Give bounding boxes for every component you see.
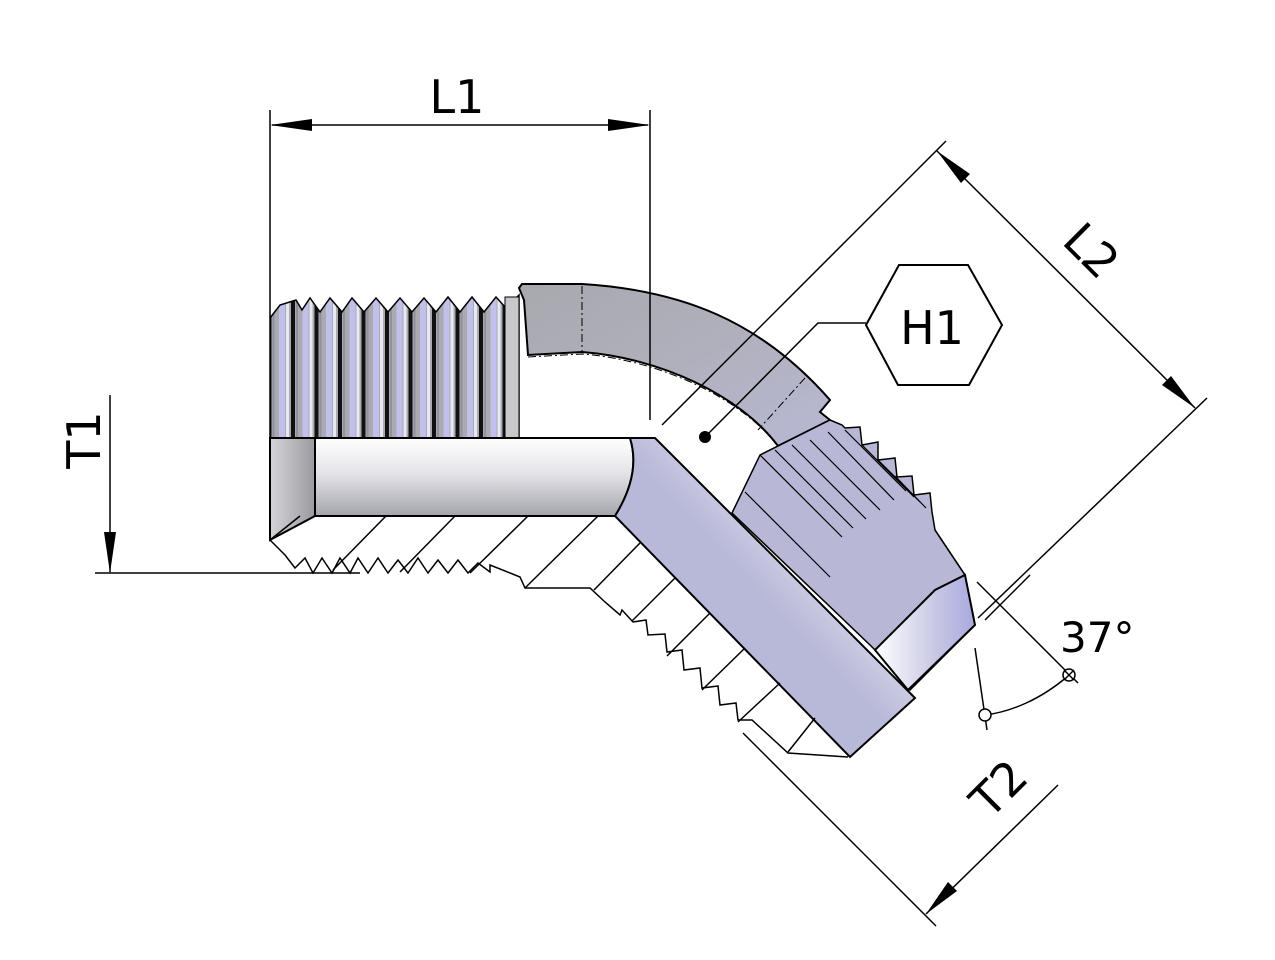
dimension-label-l1: L1 [430, 70, 485, 124]
jic-thread-external [731, 419, 977, 692]
flare-angle-dimension: 37° [974, 574, 1134, 731]
dimension-l1: L1 [269, 70, 651, 420]
hex-body [517, 283, 832, 448]
hex-label-h1: H1 [900, 301, 964, 355]
pipe-thread-external [269, 293, 520, 439]
section-bore-horizontal [269, 437, 635, 542]
dimension-t2: T2 [742, 732, 1059, 927]
hex-symbol [864, 264, 1004, 386]
hex-size-callout: H1 [699, 264, 1004, 443]
dimension-t1: T1 [57, 395, 360, 574]
dimension-label-t1: T1 [57, 411, 111, 469]
section-hatching [269, 515, 849, 758]
angle-label-37: 37° [1060, 613, 1134, 662]
section-bore-diagonal [613, 437, 917, 759]
